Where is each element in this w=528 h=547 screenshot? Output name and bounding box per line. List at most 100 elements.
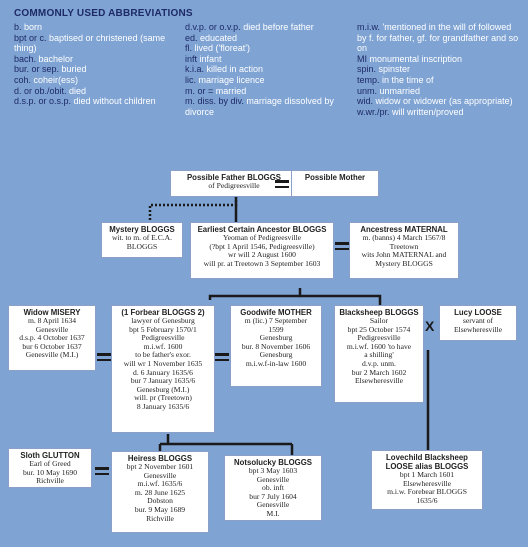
abbreviation-meaning: infant [197, 53, 222, 64]
abbreviation-entry: m.i.w. 'mentioned in the will of followe… [357, 22, 522, 54]
abbreviation-meaning: killed in action [204, 64, 264, 75]
abbreviation-key: ed. [185, 32, 198, 43]
person-detail-line: bur. 8 November 1606 [241, 341, 311, 351]
person-detail-line: Pedigreesville [357, 333, 401, 343]
person-detail-line: Yeoman of Pedigreesville [222, 233, 302, 242]
descent-line-forbear [208, 288, 302, 300]
abbreviation-key: spin. [357, 64, 377, 75]
abbreviation-key: b. [14, 22, 22, 32]
abbreviations-column-3: m.i.w. 'mentioned in the will of followe… [357, 22, 522, 117]
person-detail-line: 8 January 1635/6 [136, 401, 190, 411]
person-detail-line: Genesville (M.I.) [25, 350, 79, 360]
abbreviation-entry: w.wr./pr. will written/proved [357, 107, 522, 118]
person-detail-line: Dobston [147, 496, 173, 506]
abbreviation-entry: d. or ob./obit. died [14, 86, 179, 97]
abbreviation-key: d. or ob./obit. [14, 85, 67, 96]
person-detail-line: Mystery BLOGGS [375, 258, 433, 268]
marriage-symbol-heiress [95, 467, 109, 475]
x-mark: X [425, 318, 435, 334]
abbreviation-key: MI [357, 53, 367, 64]
person-name: Blacksheep BLOGGS [339, 308, 419, 317]
person-name: Lucy LOOSE [454, 308, 502, 317]
person-detail-line: m.i.wf. 1600 [143, 341, 183, 351]
abbreviations-title: COMMONLY USED ABBREVIATIONS [14, 8, 193, 19]
person-detail-line: m.i.w. Forebear BLOGGS [387, 487, 467, 497]
abbreviation-key: k.i.a. [185, 64, 205, 75]
person-detail-line: bpt 5 February 1570/1 [129, 324, 197, 334]
person-detail-line: Elsewheresville [354, 376, 404, 386]
person-name: Mystery BLOGGS [109, 225, 175, 234]
person-detail-line: bpt 1 March 1601 [399, 470, 455, 479]
person-detail-line: m. 28 June 1625 [134, 487, 186, 497]
person-detail-line: m.i.wf. 1635/6 [137, 479, 183, 489]
abbreviation-entry: d.s.p. or o.s.p. died without children [14, 96, 179, 107]
marriage-symbol-earliest [335, 242, 349, 250]
abbreviation-meaning: died before father [240, 22, 314, 32]
person-detail-line: wr will 2 August 1600 [228, 250, 296, 260]
abbreviation-entry: ed. educated [185, 33, 355, 44]
person-detail-line: Genesville [35, 324, 69, 334]
person-detail-line: of Pedigreesville [208, 181, 260, 190]
abbreviation-entry: m. or = married [185, 86, 355, 97]
person-detail-line: (?bpt 1 April 1546, Pedigreesville) [209, 241, 315, 251]
person-name: Widow MISERY [23, 308, 81, 317]
person-name: (1 Forbear BLOGGS 2) [121, 308, 205, 317]
person-detail-line: bpt 2 November 1601 [126, 462, 194, 471]
person-detail-line: a shilling' [364, 350, 394, 360]
abbreviation-key: m. or = [185, 85, 214, 96]
person-detail-line: will pr. at Treetown 3 September 1603 [203, 258, 321, 268]
abbreviation-meaning: will written/proved [389, 106, 464, 117]
abbreviation-meaning: married [213, 85, 247, 96]
person-detail-line: d. 6 January 1635/6 [133, 367, 193, 377]
person-detail-line: bpt 3 May 1603 [248, 466, 298, 475]
person-detail-line: Genesburg [259, 350, 293, 360]
person-detail-line: Pedigreesville [141, 333, 185, 343]
abbreviation-key: coh. [14, 74, 32, 85]
abbreviation-meaning: died without children [71, 96, 156, 107]
person-detail-line: wits John MATERNAL and [361, 250, 447, 260]
abbreviation-key: inft [185, 53, 198, 64]
abbreviation-meaning: born [21, 22, 43, 32]
abbreviation-meaning: buried [59, 64, 87, 75]
abbreviation-key: d.s.p. or o.s.p. [14, 96, 72, 107]
person-detail-line: m. 8 April 1634 [27, 316, 77, 325]
abbreviation-entry: m. diss. by div. marriage dissolved by d… [185, 96, 355, 117]
abbreviation-entry: bach. bachelor [14, 54, 179, 65]
person-detail-line: Elsewheresville [402, 478, 452, 488]
person-detail-line: to be father's exor. [135, 350, 191, 360]
abbreviation-entry: unm. unmarried [357, 86, 522, 97]
abbreviation-key: bpt or c. [14, 32, 47, 43]
marriage-symbol-goodwife [215, 353, 229, 361]
person-detail-line: BLOGGS [126, 241, 158, 251]
person-detail-line: m. (banns) 4 March 1567/8 [362, 233, 446, 242]
person-detail-line: bur. 10 May 1690 [23, 467, 77, 477]
person-detail-line: m.i.w.f-in-law 1600 [245, 358, 307, 368]
person-detail-line: ob. inft [262, 483, 284, 493]
abbreviation-entry: bur. or sep. buried [14, 64, 179, 75]
abbreviation-entry: b. born [14, 22, 179, 33]
abbreviation-key: unm. [357, 85, 378, 96]
person-detail-line: Sailor [369, 316, 389, 325]
person-name: Goodwife MOTHER [240, 308, 312, 317]
person-name: Ancestress MATERNAL [360, 225, 448, 234]
descent-line-blacksheep [300, 294, 382, 305]
person-detail-line: 1599 [268, 324, 284, 334]
person-detail-line: Genesville [256, 474, 290, 484]
abbreviation-meaning: marriage licence [196, 74, 265, 85]
person-detail-line: m.i.wf. 1600 'to have [346, 341, 412, 351]
person-detail-line: Elsewheresville [453, 324, 503, 334]
person-detail-line: Treetown [389, 241, 419, 251]
abbreviation-key: lic. [185, 74, 196, 85]
abbreviation-key: bur. or sep. [14, 64, 60, 75]
person-detail-line: Genesville [256, 500, 290, 510]
abbreviation-meaning: lived ('floreat') [192, 43, 250, 54]
abbreviation-entry: bpt or c. baptised or christened (same t… [14, 33, 179, 54]
